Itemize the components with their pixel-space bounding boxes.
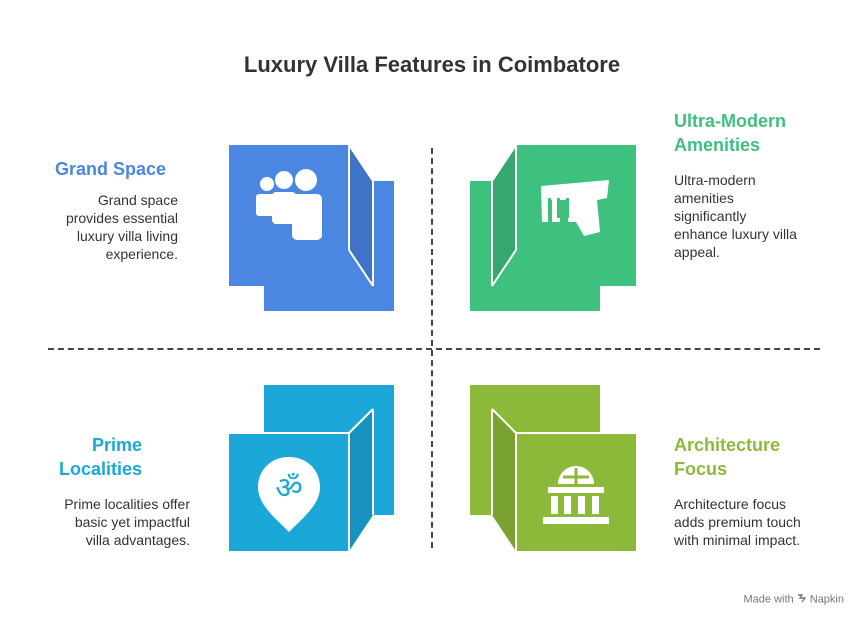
grand-space-description: Grand space provides essential luxury vi…: [30, 191, 178, 263]
made-with-label: Made with: [743, 593, 794, 606]
architecture-desc-line: adds premium touch: [674, 514, 801, 530]
building-icon: [543, 466, 609, 524]
prime-localities-desc-line: Prime localities offer: [64, 496, 190, 512]
architecture-cube: [470, 385, 636, 551]
ultra-modern-desc-line: amenities: [674, 190, 734, 206]
ultra-modern-description: Ultra-modern amenities significantly enh…: [674, 171, 844, 261]
architecture-heading-line: Architecture: [674, 435, 781, 455]
ultra-modern-desc-line: Ultra-modern: [674, 172, 756, 188]
om-location-pin-icon: ॐ: [258, 457, 320, 532]
napkin-logo-icon: [797, 594, 810, 606]
ultra-modern-desc-line: enhance luxury villa: [674, 226, 797, 242]
prime-localities-description: Prime localities offer basic yet impactf…: [20, 495, 190, 549]
ultra-modern-heading-line: Ultra-Modern: [674, 111, 786, 131]
grand-space-desc-line: provides essential: [65, 210, 178, 226]
architecture-description: Architecture focus adds premium touch wi…: [674, 495, 844, 549]
ultra-modern-cube: [470, 144, 636, 311]
grand-space-heading: Grand Space: [54, 159, 166, 179]
page-title: Luxury Villa Features in Coimbatore: [243, 52, 621, 77]
ultra-modern-desc-line: significantly: [674, 208, 747, 224]
horizontal-divider: [48, 348, 820, 350]
fist-icon: [541, 180, 609, 236]
ultra-modern-heading-line: Amenities: [674, 135, 761, 155]
architecture-heading-line: Focus: [674, 459, 728, 479]
grand-space-desc-line: Grand space: [97, 192, 178, 208]
grand-space-desc-line: luxury villa living: [76, 228, 178, 244]
prime-localities-heading-line: Prime: [91, 435, 142, 455]
prime-localities-desc-line: villa advantages.: [85, 532, 190, 548]
prime-localities-heading: Prime Localities: [30, 433, 142, 481]
ultra-modern-desc-line: appeal.: [674, 244, 720, 260]
prime-localities-desc-line: basic yet impactful: [74, 514, 190, 530]
people-group-icon: [256, 169, 322, 240]
prime-localities-heading-line: Localities: [58, 459, 142, 479]
made-with-napkin-badge[interactable]: Made with Napkin: [743, 593, 844, 606]
ultra-modern-heading: Ultra-Modern Amenities: [674, 109, 844, 157]
architecture-desc-line: with minimal impact.: [674, 532, 801, 548]
napkin-brand-label: Napkin: [809, 593, 844, 606]
svg-text:ॐ: ॐ: [275, 471, 302, 506]
architecture-heading: Architecture Focus: [674, 433, 844, 481]
grand-space-desc-line: experience.: [105, 246, 178, 262]
grand-space-cube: [229, 144, 394, 311]
architecture-desc-line: Architecture focus: [674, 496, 787, 512]
